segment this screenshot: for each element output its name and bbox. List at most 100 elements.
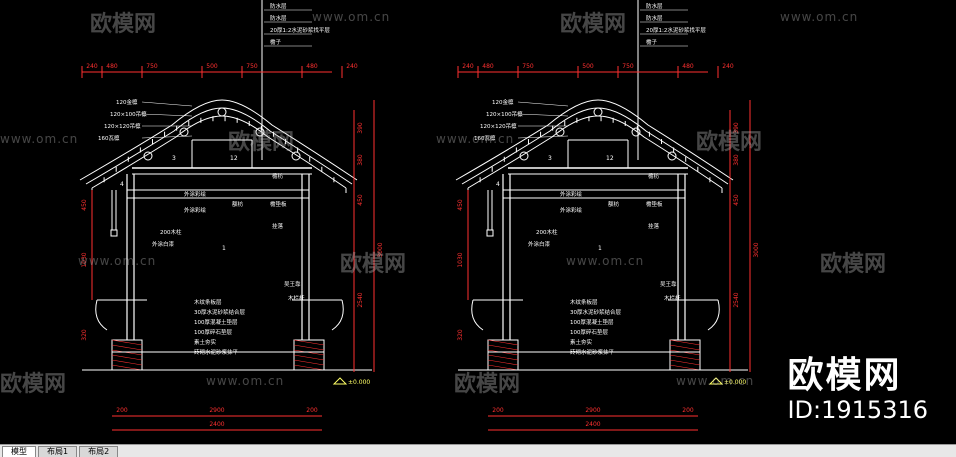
floor-label: 素土夯实 [570,338,593,346]
plinth-hatch [487,364,519,371]
detail-label: 额枋 [608,200,620,208]
purlin-circle [631,127,641,137]
label-leader [517,113,569,117]
roof-label: 120×100吊檩 [110,110,147,118]
floor-label: 砖砌水泥砂浆抹平 [194,348,239,356]
top-dim-text: 480 [106,63,118,70]
right-dim-text: 450 [733,194,740,206]
detail-label: 外涂白漆 [528,240,551,248]
detail-label: 檐垫板 [270,200,287,208]
right-dim-text: 390 [357,122,364,134]
purlin-circle [667,151,677,161]
purlin-circle [179,127,189,137]
purlin-circle [143,151,153,161]
roof-profile [461,107,729,185]
right-dim-text: 390 [733,122,740,134]
purlin-circle [217,107,227,117]
railing-curve [331,299,344,331]
roof-label: 160瓦檩 [474,134,496,142]
right-dim-text: 3000 [753,242,760,257]
plinth-hatch [111,354,143,361]
detail-label: 挂落 [648,222,660,230]
plinth-hatch [487,344,519,351]
top-dim-text: 750 [622,63,634,70]
top-dim-text: 500 [206,63,218,70]
detail-label: 外涂彩绘 [184,206,207,214]
roof-profile [79,99,358,181]
purlin-circle [593,107,603,117]
mark-text: 12 [606,155,614,162]
detail-label: 檐枋 [272,172,284,180]
legend-text: 檐子 [646,38,658,46]
roof-label: 120金檩 [492,98,514,106]
elevation-marker [708,377,724,385]
floor-label: 100厚碎石垫层 [570,328,608,336]
tab-layout-2[interactable]: 布局2 [79,446,119,457]
legend-text: 檐子 [270,38,282,46]
plinth-hatch [669,354,701,361]
bottom-dim-text: 2400 [585,421,600,428]
floor-label: 木纹条板层 [570,298,598,306]
floor-label: 30厚水泥砂浆结合层 [570,308,621,316]
right-dim-text: 450 [357,194,364,206]
top-dim-text: 480 [682,63,694,70]
bottom-dim-text: 2400 [209,421,224,428]
top-dim-text: 240 [462,63,474,70]
plinth-hatch [487,354,519,361]
roof-label: 120×120吊檩 [480,122,517,130]
tab-layout-1[interactable]: 布局1 [38,446,78,457]
floor-label: 100厚混凝土垫层 [194,318,238,326]
top-dim-text: 750 [246,63,258,70]
detail-label: 额枋 [232,200,244,208]
watermark-stamp: 欧模网 ID:1915316 [787,356,928,425]
top-dim-text: 750 [522,63,534,70]
plinth-hatch [293,339,325,346]
top-dim-text: 480 [306,63,318,70]
label-leader [141,135,193,139]
tab-model[interactable]: 模型 [2,446,36,457]
elevation-text: ±0.000 [724,379,746,386]
purlin-circle [519,151,529,161]
top-dim-text: 500 [582,63,594,70]
purlin-circle [555,127,565,137]
plinth-hatch [293,354,325,361]
right-dim-text: 2540 [357,292,364,307]
right-dim-text: 3000 [377,242,384,257]
left-dim-text: 450 [457,199,464,211]
elevation-marker [332,377,348,385]
plinth-hatch [111,344,143,351]
plinth-hatch [111,364,143,371]
bracket-end [486,229,494,237]
legend-text: 20厚1:2水泥砂浆找平层 [270,26,330,34]
floor-label: 100厚混凝土垫层 [570,318,614,326]
roof-label: 120×100吊檩 [486,110,523,118]
mark-text: 1 [598,245,602,252]
plinth-hatch [293,364,325,371]
top-dim-text: 750 [146,63,158,70]
railing-label: 吴王靠 [660,280,677,288]
watermark-stamp-id: ID:1915316 [787,396,928,424]
detail-label: 外涂彩绘 [560,190,583,198]
mark-text: 3 [172,155,176,162]
legend-text: 防水层 [270,2,287,10]
bottom-dim-text: 200 [492,407,504,414]
floor-label: 砖砌水泥砂浆抹平 [570,348,615,356]
plinth-hatch [669,359,701,366]
detail-label: 外涂彩绘 [184,190,207,198]
legend-text: 防水层 [646,2,663,10]
floor-label: 木纹条板层 [194,298,222,306]
right-dim-text: 2540 [733,292,740,307]
legend-text: 20厚1:2水泥砂浆找平层 [646,26,706,34]
right-dim-text: 380 [733,154,740,166]
detail-label: 挂落 [272,222,284,230]
floor-label: 素土夯实 [194,338,217,346]
roof-profile [455,99,734,181]
railing-curve [707,299,720,331]
right-dim-text: 380 [357,154,364,166]
plinth-hatch [669,364,701,371]
left-dim-text: 1030 [457,252,464,267]
legend-text: 防水层 [646,14,663,22]
